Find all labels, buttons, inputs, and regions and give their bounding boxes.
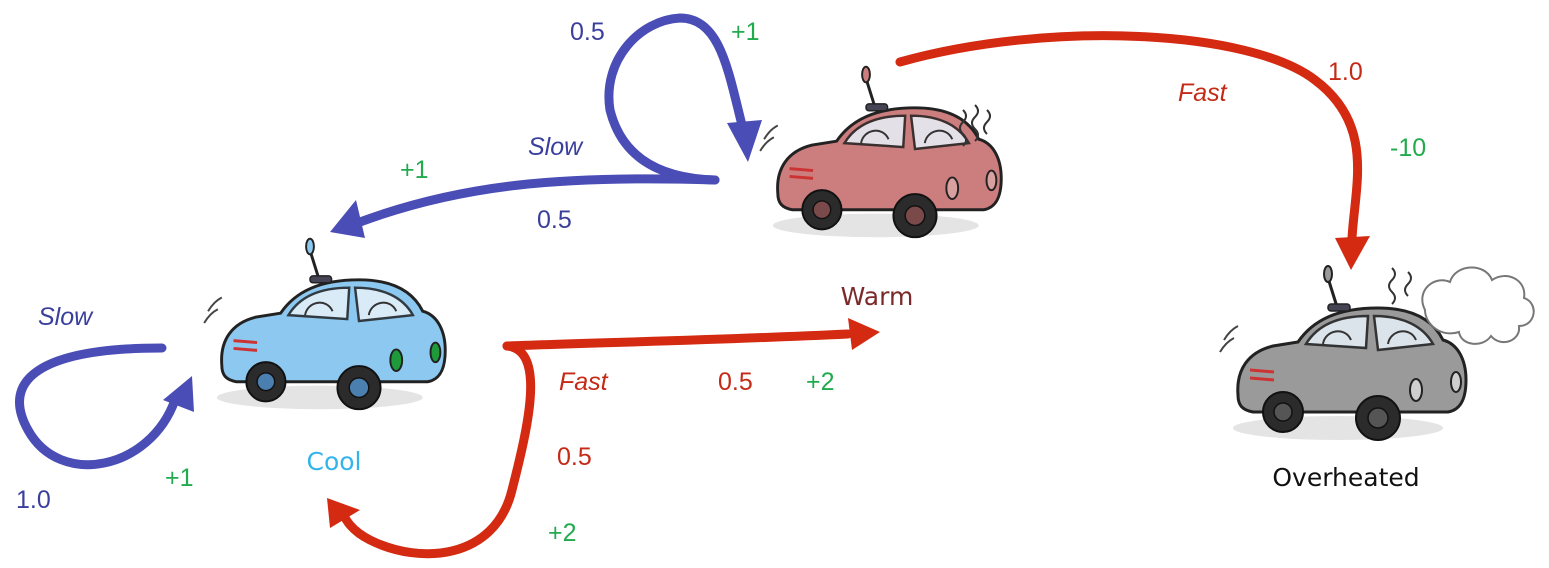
cool-slow-action-label: Slow [38, 303, 94, 331]
overheated-heat-lines-icon [1388, 267, 1412, 305]
cool-fast-warm-probability-label: 0.5 [718, 368, 753, 396]
cool-fast-warm-arrowhead [848, 318, 880, 350]
cool-slow-self-loop-arrowhead [163, 376, 194, 412]
warm-fast-action-label: Fast [1178, 79, 1228, 107]
warm-slow-cool-arrowhead [330, 200, 365, 238]
cool-slow-self-loop-arrow [15, 343, 180, 469]
state-label-warm: Warm [841, 282, 914, 311]
cool-fast-warm-reward-label: +2 [806, 368, 835, 396]
smoke-cloud-icon [1421, 266, 1535, 345]
warm-slow-self-loop-arrow [604, 13, 747, 185]
cool-fast-self-loop-arrowhead [327, 498, 360, 528]
warm-fast-overheated-arrowhead [1335, 236, 1370, 270]
cool-fast-self-reward-label: +2 [548, 519, 577, 547]
cool-fast-warm-arrow [502, 329, 853, 351]
cool-fast-self-loop-arrow [337, 341, 536, 559]
cool-slow-reward-label: +1 [165, 464, 194, 492]
warm-slow-cool-reward-label: +1 [400, 156, 429, 184]
warm-fast-reward-label: -10 [1390, 134, 1426, 162]
cool-slow-probability-label: 1.0 [16, 486, 51, 514]
cool-fast-action-label: Fast [559, 368, 609, 396]
state-label-cool: Cool [307, 447, 362, 476]
warm-slow-cool-arrow [355, 174, 720, 227]
cool-car-icon [203, 237, 447, 411]
warm-heat-lines-icon [959, 104, 991, 147]
warm-car-icon [759, 65, 1003, 239]
warm-slow-self-loop-arrowhead [727, 120, 762, 162]
warm-slow-action-label: Slow [528, 133, 584, 161]
overheated-car-icon [1219, 265, 1468, 441]
warm-slow-self-probability-label: 0.5 [570, 18, 605, 46]
warm-fast-overheated-arrow [895, 31, 1363, 243]
warm-slow-self-reward-label: +1 [731, 18, 760, 46]
warm-fast-probability-label: 1.0 [1328, 58, 1363, 86]
state-label-overheated: Overheated [1272, 463, 1419, 492]
warm-slow-cool-probability-label: 0.5 [537, 206, 572, 234]
cool-fast-self-probability-label: 0.5 [557, 443, 592, 471]
